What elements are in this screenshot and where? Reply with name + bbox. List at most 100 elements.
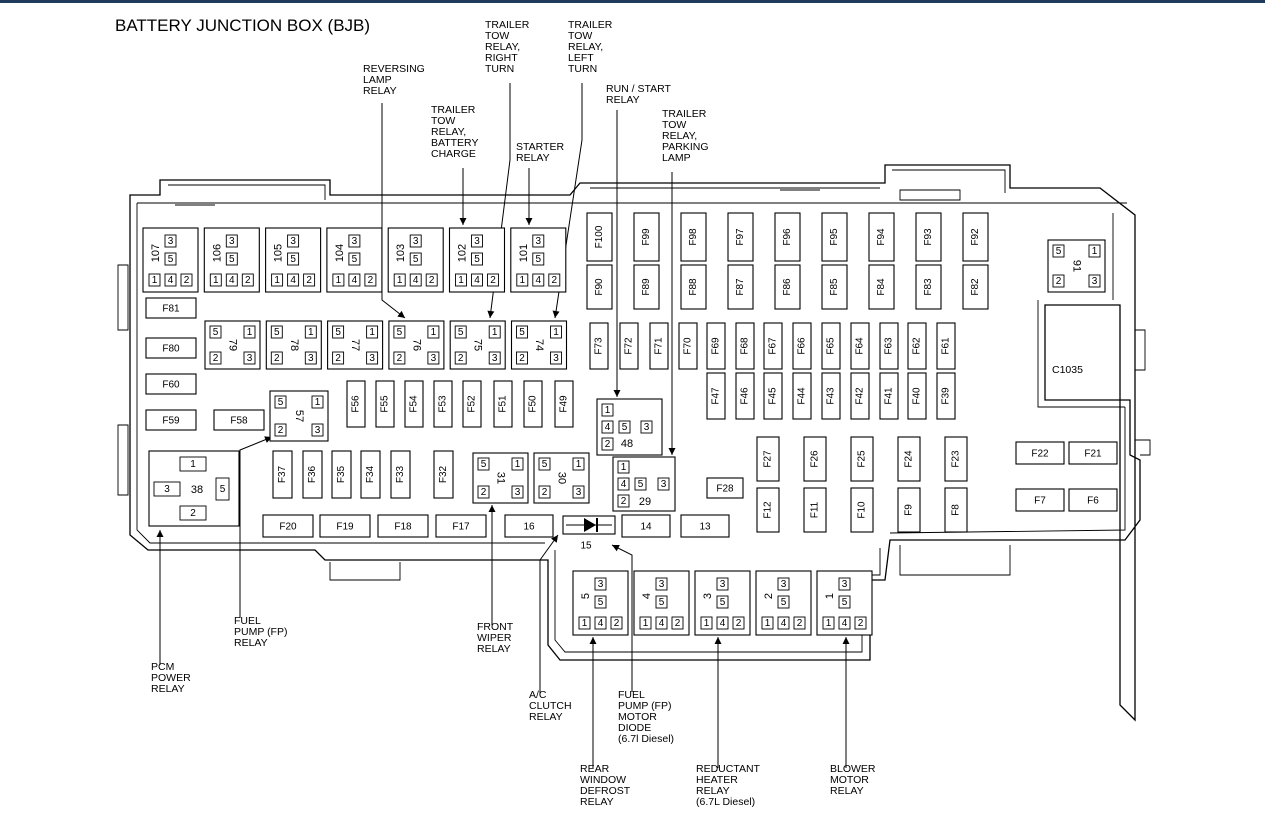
relay-pin: [617, 460, 630, 474]
relay-pin: [655, 577, 668, 591]
relay-pin: [854, 616, 867, 630]
relay-pin-number: 2: [605, 439, 611, 450]
fuse-f65: F65: [821, 322, 841, 370]
fuse-body: [1015, 488, 1065, 512]
fuse-f94: F94: [868, 212, 895, 262]
relay-pin-number: 5: [781, 597, 787, 608]
fuse-label: F27: [763, 450, 774, 468]
relay-pin-number: 1: [369, 327, 375, 338]
diagram-title: BATTERY JUNCTION BOX (BJB): [115, 16, 370, 35]
fuse-f95: F95: [821, 212, 848, 262]
relay-pin-number: 2: [278, 425, 284, 436]
callout-line: (6.7l Diesel): [618, 733, 674, 745]
relay-pin-number: 5: [352, 254, 358, 265]
relay-pin: [477, 457, 490, 471]
relay-pin-number: 5: [842, 597, 848, 608]
relay-pin-number: 2: [397, 353, 403, 364]
relay-pin: [511, 485, 524, 499]
callout-line: HEATER: [696, 774, 738, 786]
callout-line: RELAY: [529, 711, 563, 723]
fuse-label: F88: [688, 278, 699, 296]
fuse-f45: F45: [763, 372, 783, 420]
callout-line: RELAY,: [485, 41, 520, 53]
housing-outline: [117, 164, 1151, 722]
relay-pin-number: 3: [247, 353, 253, 364]
fuse-body: [706, 477, 744, 499]
fuse-label: F83: [923, 278, 934, 296]
relay-pin: [393, 273, 406, 287]
fuse-label: F84: [876, 278, 887, 296]
fuse-body: [302, 450, 323, 499]
fuse-f40: F40: [907, 372, 927, 420]
fuse-f10: F10: [850, 487, 874, 533]
fuse-label: F34: [365, 465, 376, 483]
fuse-label: F96: [782, 228, 793, 246]
relay-pin-number: 3: [515, 487, 521, 498]
fuse-body: [145, 337, 197, 359]
relay-number: 74: [533, 339, 545, 351]
relay-pin-number: 2: [184, 275, 190, 286]
fuse-f81: F81: [145, 297, 197, 319]
fuse-body: [1015, 441, 1065, 465]
relay-pin: [532, 252, 545, 266]
relay-pin-number: 5: [720, 597, 726, 608]
callout-line: FUEL: [234, 615, 261, 627]
relay-pin: [655, 616, 668, 630]
fuse-label: F45: [768, 387, 779, 405]
relay-pin: [516, 351, 528, 365]
fuse-body: [756, 436, 780, 482]
callout-line: TOW: [431, 115, 455, 127]
fuse-body: [331, 450, 352, 499]
relay-pin-number: 3: [492, 353, 498, 364]
relay-pin-number: 3: [720, 579, 726, 590]
fuse-label: F97: [735, 228, 746, 246]
relay-pin: [761, 616, 774, 630]
fuse-body: [319, 514, 371, 538]
relay-pin: [838, 577, 851, 591]
callout-line: DIODE: [618, 722, 651, 734]
fuse-body: [774, 264, 801, 310]
fuse-body: [145, 409, 197, 431]
relay-number: 57: [293, 410, 305, 422]
fuse-f68: F68: [735, 322, 755, 370]
fuse-body: [1068, 441, 1118, 465]
fuse-f36: F36: [302, 450, 323, 499]
relay-pin: [303, 273, 316, 287]
fuse-f22: F22: [1015, 441, 1065, 465]
fuse-body: [803, 487, 827, 533]
relay-pin-number: 2: [213, 353, 219, 364]
fuse-body: [792, 322, 812, 370]
fuse-label: F7: [1034, 496, 1046, 507]
callout-line: TURN: [485, 63, 514, 75]
fuse-label: F63: [884, 337, 895, 355]
fuse-f9: F9: [897, 487, 921, 533]
fuse-body: [821, 212, 848, 262]
fuse-label: F60: [162, 380, 180, 391]
fuse-f6: F6: [1068, 488, 1118, 512]
fuse-body: [272, 450, 293, 499]
relay-pin-number: 5: [458, 327, 464, 338]
relay-pin-number: 3: [576, 487, 582, 498]
relay-number: 91: [1071, 260, 1083, 272]
relay-pin: [516, 325, 528, 339]
fuse-label: F39: [941, 387, 952, 405]
fuse-body: [390, 450, 411, 499]
fuse-label: F92: [970, 228, 981, 246]
fuse-body: [360, 450, 381, 499]
relay-pin-number: 5: [229, 254, 235, 265]
fuse-body: [145, 297, 197, 319]
fuse-body: [850, 372, 870, 420]
fuse-body: [735, 322, 755, 370]
fuse-body: [821, 372, 841, 420]
leader-line: [611, 544, 633, 692]
fuse-label: 14: [640, 522, 652, 533]
fuse-label: F73: [594, 337, 605, 355]
relay-pin: [1088, 274, 1101, 288]
fuse-body: [868, 212, 895, 262]
relay-pin: [348, 234, 361, 248]
fuse-body: [633, 212, 660, 262]
relay-pin-number: 5: [536, 254, 542, 265]
fuse-body: [897, 487, 921, 533]
